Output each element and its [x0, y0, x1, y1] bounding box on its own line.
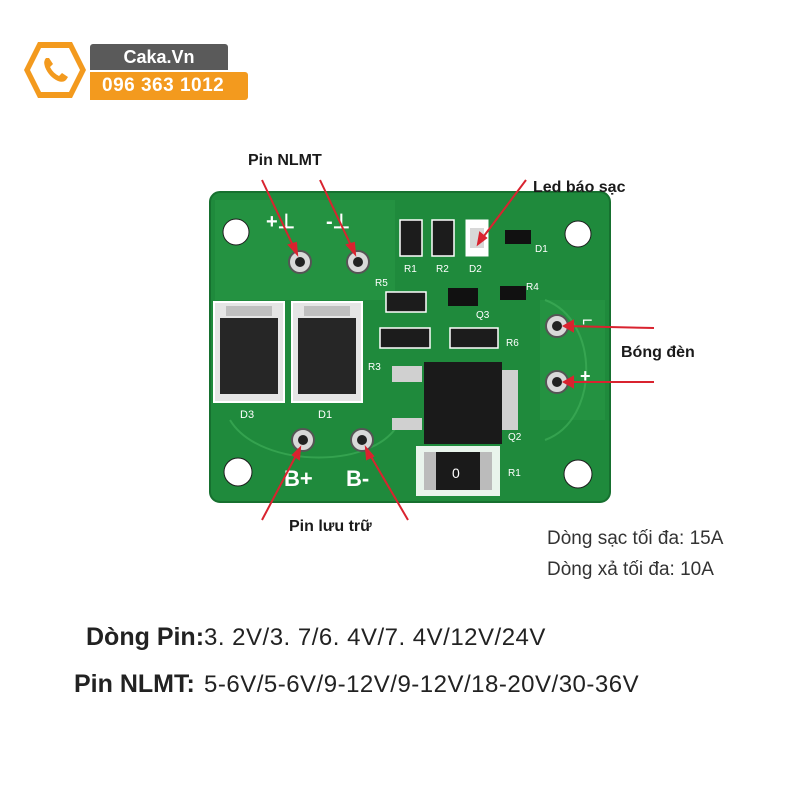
svg-text:+⊥: +⊥ — [266, 211, 295, 233]
svg-text:R5: R5 — [375, 278, 388, 289]
svg-text:D1: D1 — [318, 409, 332, 421]
callout-lamp: Bóng đèn — [621, 344, 695, 361]
callout-solar-panel: Pin NLMT — [248, 152, 322, 169]
diode-d1 — [291, 301, 363, 403]
svg-text:Q3: Q3 — [476, 310, 490, 321]
svg-text:R1: R1 — [404, 264, 417, 275]
mounting-hole — [222, 218, 593, 489]
svg-text:R2: R2 — [436, 264, 449, 275]
svg-text:D3: D3 — [240, 409, 254, 421]
svg-text:0: 0 — [452, 465, 460, 481]
brand-hexagon — [24, 42, 86, 98]
brand-name: Caka.Vn — [90, 44, 228, 70]
solar-line-value: 5-6V/5-6V/9-12V/9-12V/18-20V/30-36V — [204, 671, 640, 698]
svg-text:B-: B- — [346, 466, 369, 491]
svg-text:R4: R4 — [526, 282, 539, 293]
callout-charge-led: Led báo sạc — [533, 179, 626, 196]
svg-text:-⊥: -⊥ — [326, 211, 350, 233]
solar-line-label: Pin NLMT: — [74, 670, 195, 698]
spec-max-charge: Dòng sạc tối đa: 15A — [547, 528, 724, 549]
spec-max-discharge: Dòng xả tối đa: 10A — [547, 559, 714, 580]
svg-text:D1: D1 — [535, 244, 548, 255]
svg-text:Q2: Q2 — [508, 432, 522, 443]
svg-text:R3: R3 — [368, 362, 381, 373]
callout-battery: Pin lưu trữ — [289, 518, 372, 535]
svg-text:R1: R1 — [508, 468, 521, 479]
svg-text:D2: D2 — [469, 264, 482, 275]
diode-d3 — [213, 301, 285, 403]
battery-line-label: Dòng Pin: — [86, 623, 205, 651]
svg-text:⌐: ⌐ — [582, 310, 593, 330]
phone-icon — [44, 58, 68, 82]
svg-text:+: + — [580, 366, 591, 386]
brand-phone: 096 363 1012 — [90, 72, 248, 100]
battery-line-value: 3. 2V/3. 7/6. 4V/7. 4V/12V/24V — [204, 624, 546, 651]
svg-text:R6: R6 — [506, 338, 519, 349]
